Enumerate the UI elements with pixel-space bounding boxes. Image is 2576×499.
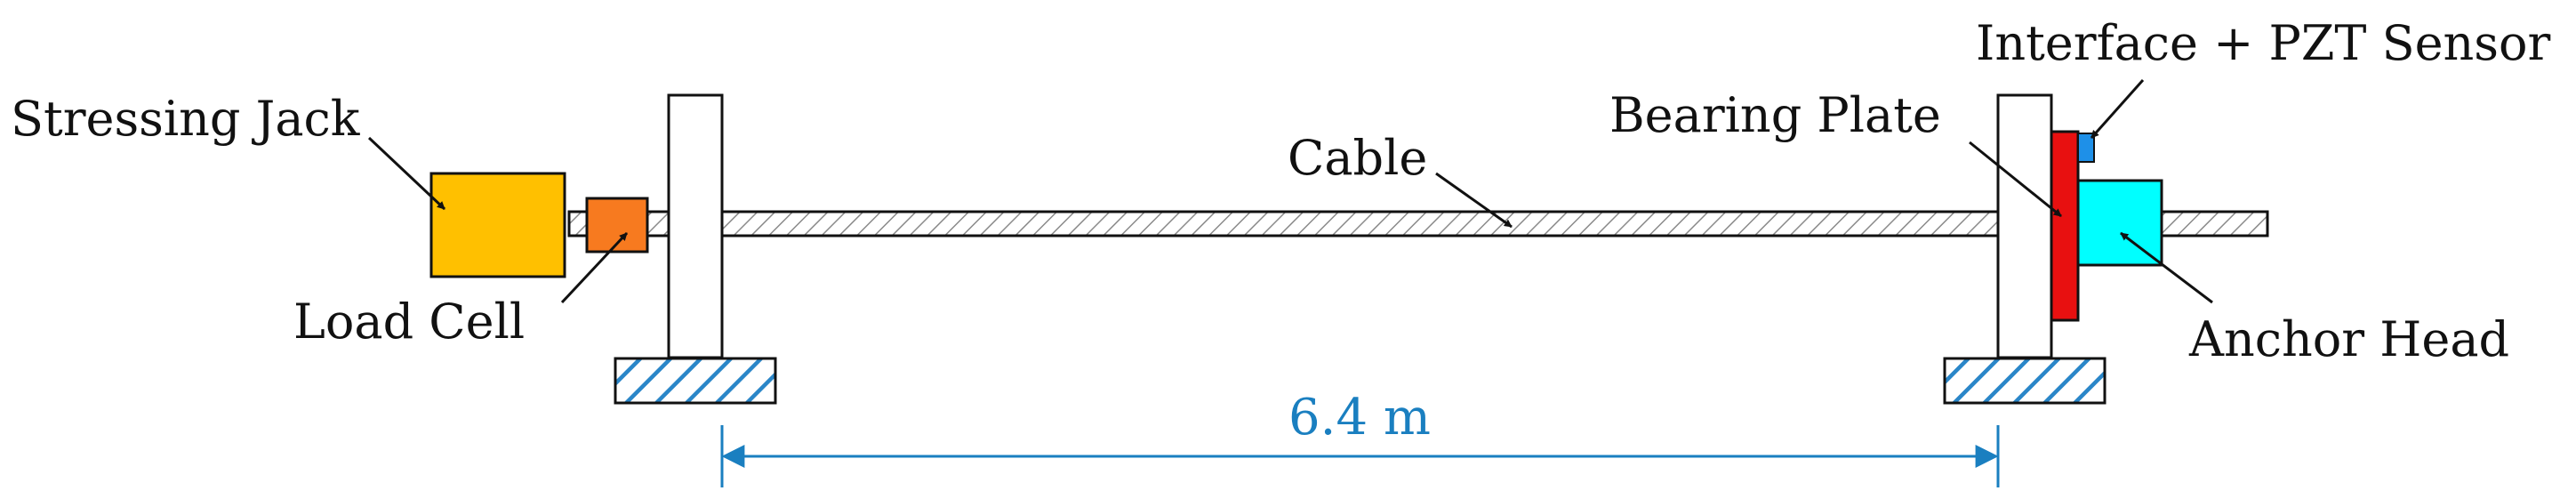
cable: [567, 210, 2269, 237]
left-support-pillar: [667, 93, 724, 359]
stressing-jack: [429, 172, 566, 278]
left-support-base: [614, 357, 777, 405]
right-support-base: [1943, 357, 2107, 405]
load-cell-leader: [560, 231, 629, 304]
cable-leader: [1435, 172, 1513, 229]
anchor-head-leader: [2120, 231, 2213, 304]
right-support-pillar: [1996, 93, 2053, 359]
anchor-head: [2076, 179, 2163, 267]
anchor-head-label: Anchor Head: [2188, 311, 2509, 367]
pzt-sensor-leader: [2090, 79, 2145, 139]
bearing-plate-label: Bearing Plate: [1609, 87, 1941, 143]
bearing-plate-leader: [1969, 141, 2062, 218]
stressing-jack-leader: [367, 136, 446, 211]
pzt-sensor: [2077, 133, 2095, 163]
cable-label: Cable: [1288, 130, 1427, 186]
stressing-jack-label: Stressing Jack: [11, 91, 361, 147]
load-cell-label: Load Cell: [293, 294, 525, 350]
bearing-plate: [2050, 130, 2080, 322]
dimension-label: 6.4 m: [1288, 389, 1431, 447]
interface-pzt-sensor-label: Interface + PZT Sensor: [1976, 15, 2551, 71]
